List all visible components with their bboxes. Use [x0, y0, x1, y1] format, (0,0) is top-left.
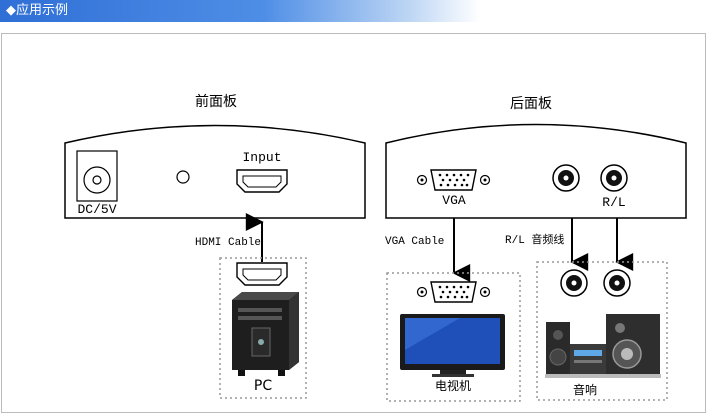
hdmi-input-port	[236, 169, 288, 193]
speakers-rca-jack-right	[603, 269, 631, 297]
pc-tower-icon	[232, 292, 299, 376]
dc-power-jack	[76, 150, 118, 202]
audio-cable-label: R/L 音频线	[505, 232, 564, 247]
rear-panel-title: 后面板	[510, 96, 552, 112]
pc-box	[219, 257, 307, 399]
front-panel-title: 前面板	[195, 93, 237, 110]
audio-output-label: R/L	[602, 195, 625, 210]
vga-cable-label: VGA Cable	[385, 236, 444, 248]
rca-jack-left	[552, 164, 580, 192]
section-title: ◆应用示例	[6, 3, 68, 18]
pc-hdmi-port	[236, 262, 288, 286]
speakers-box	[536, 261, 668, 401]
hdmi-input-label: Input	[242, 150, 281, 165]
hdmi-cable-label: HDMI Cable	[195, 237, 261, 249]
tv-box	[386, 272, 521, 402]
tv-vga-port	[416, 281, 491, 303]
led-indicator	[176, 170, 190, 184]
dc-power-label: DC/5V	[77, 202, 116, 217]
pc-label: PC	[254, 378, 272, 394]
tv-icon	[400, 314, 505, 377]
rca-jack-right	[600, 164, 628, 192]
vga-output-label: VGA	[442, 193, 466, 208]
speaker-system-icon	[545, 314, 661, 378]
speakers-label: 音响	[573, 382, 597, 397]
rear-panel-body	[385, 123, 687, 219]
vga-output-port	[416, 169, 491, 191]
diagram-frame	[1, 33, 706, 413]
speakers-rca-jack-left	[560, 269, 588, 297]
tv-label: 电视机	[435, 378, 471, 393]
section-header: ◆应用示例	[0, 0, 480, 22]
front-panel-body	[64, 124, 366, 219]
